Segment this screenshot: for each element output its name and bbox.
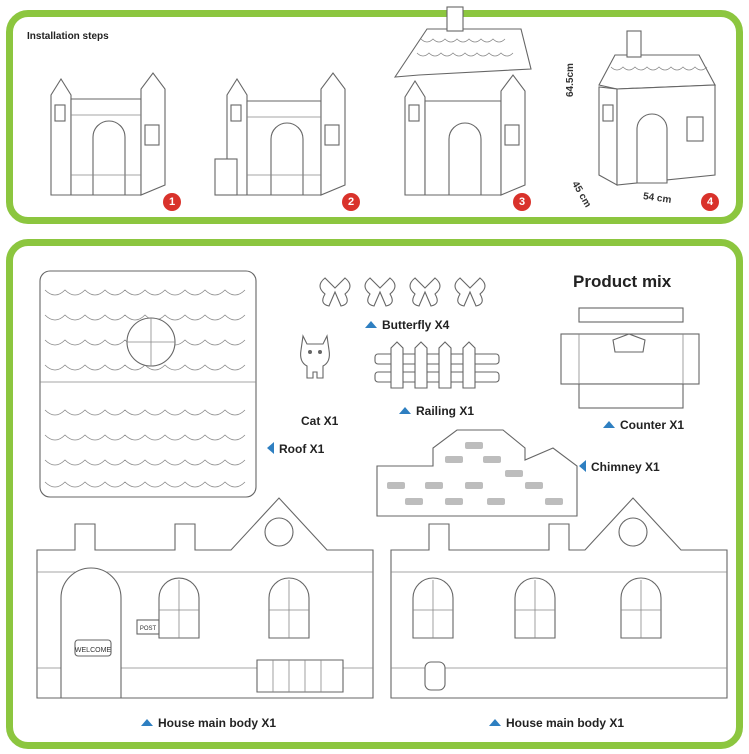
butterfly-label: Butterfly X4 (365, 318, 449, 332)
step-badge-4: 4 (701, 193, 719, 211)
butterflies-illustration (319, 277, 486, 307)
counter-piece-illustration (560, 307, 700, 409)
counter-label: Counter X1 (603, 418, 684, 432)
roof-label: Roof X1 (267, 442, 324, 456)
railing-label-text: Railing X1 (416, 404, 475, 418)
step-2-house-illustration (214, 72, 346, 196)
house-body-left-label: House main body X1 (141, 716, 276, 730)
cat-piece-illustration (300, 334, 330, 379)
chimney-label: Chimney X1 (579, 460, 660, 474)
house-body-right-label: House main body X1 (489, 716, 624, 730)
height-dimension: 64.5cm (565, 63, 576, 97)
post-box-text: POST (140, 626, 157, 632)
butterfly-label-text: Butterfly X4 (382, 318, 450, 332)
railing-piece-illustration (374, 341, 500, 389)
step-badge-2: 2 (342, 193, 360, 211)
chimney-label-text: Chimney X1 (591, 460, 660, 474)
step-1-house-illustration (50, 72, 166, 196)
chimney-piece-illustration (376, 429, 578, 517)
installation-panel: Installation steps 1 2 3 (6, 6, 743, 224)
step-badge-3: 3 (513, 193, 531, 211)
step-4-house-illustration (598, 30, 716, 186)
house-body-left-illustration: WELCOME POST (36, 497, 374, 699)
installation-title: Installation steps (27, 31, 109, 42)
counter-label-text: Counter X1 (620, 418, 685, 432)
step-badge-1: 1 (163, 193, 181, 211)
roof-label-text: Roof X1 (279, 442, 325, 456)
roof-piece-illustration (39, 270, 257, 498)
railing-label: Railing X1 (399, 404, 474, 418)
product-mix-title: Product mix (573, 272, 672, 291)
welcome-sign-text: WELCOME (75, 647, 112, 654)
house-body-right-label-text: House main body X1 (506, 716, 625, 730)
house-body-right-illustration (390, 497, 728, 699)
house-body-left-label-text: House main body X1 (158, 716, 277, 730)
cat-label: Cat X1 (301, 414, 339, 428)
step-3-house-illustration (393, 6, 532, 196)
product-mix-panel: Product mix Roof X1 Butterfly X4 (6, 239, 743, 749)
